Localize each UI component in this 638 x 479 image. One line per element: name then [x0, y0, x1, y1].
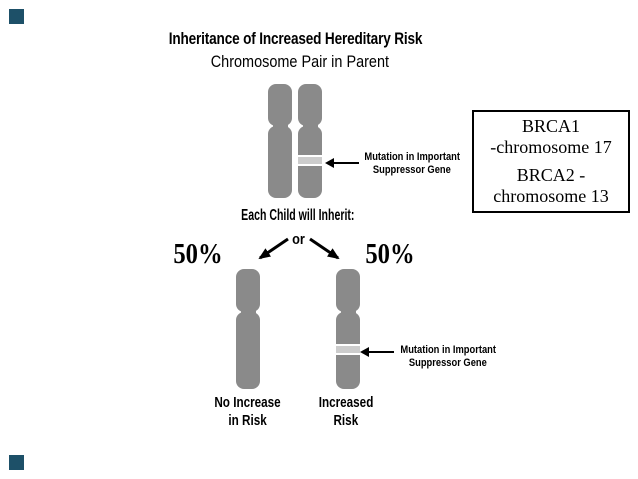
arrow-line	[332, 162, 359, 164]
mutation-band	[298, 155, 322, 166]
brca1-chromosome: -chromosome 17	[490, 137, 612, 157]
chromosome-top-segment	[298, 84, 322, 126]
page-title-text: Inheritance of Increased Hereditary Risk	[169, 29, 423, 48]
chromosome-top-segment	[336, 269, 360, 312]
brca2-name: BRCA2 -	[516, 165, 586, 185]
brca2-chromosome: chromosome 13	[493, 186, 609, 206]
chromosome-top-segment	[236, 269, 260, 312]
mutation-pointer-arrow	[325, 158, 359, 168]
chromosome-centromere	[340, 308, 356, 316]
chromosome-bottom-segment	[236, 312, 260, 389]
arrow-line	[367, 351, 394, 353]
percent-right-text: 50%	[365, 239, 415, 270]
outcome-right-line2: Risk	[333, 412, 359, 429]
mutation-label-line2: Suppressor Gene	[373, 164, 451, 176]
chromosome-centromere	[240, 308, 256, 316]
mutation-band	[336, 344, 360, 355]
chromosome-top-segment	[268, 84, 292, 126]
branch-arrows	[258, 237, 340, 260]
arrow-left-icon	[325, 158, 334, 168]
arrow-left-icon	[360, 347, 369, 357]
chromosome-bottom-segment	[268, 126, 292, 198]
mutation-label-line1: Mutation in Important	[400, 344, 496, 356]
or-label-text: or	[291, 231, 305, 248]
child-chromosome-normal	[236, 269, 260, 389]
parent-chromosome-mutated	[298, 84, 322, 198]
percent-left-text: 50%	[173, 239, 223, 270]
brca-info-box: BRCA1 -chromosome 17 BRCA2 - chromosome …	[472, 110, 630, 213]
mutation-label-line1: Mutation in Important	[364, 151, 460, 163]
branch-arrow-left	[258, 237, 289, 260]
corner-square-top-left	[9, 9, 24, 24]
brca2-stanza: BRCA2 - chromosome 13	[493, 165, 608, 207]
outcome-label-no-increase: No Increase in Risk	[198, 394, 298, 430]
percent-right: 50%	[358, 239, 422, 271]
child-chromosome-mutated	[336, 269, 360, 389]
brca1-stanza: BRCA1 -chromosome 17	[490, 116, 611, 158]
chromosome-centromere	[272, 122, 288, 130]
or-label: or	[248, 231, 348, 248]
parent-chromosome-normal	[268, 84, 292, 198]
percent-left: 50%	[166, 239, 230, 271]
branch-arrow-right	[309, 237, 340, 260]
parent-mutation-label: Mutation in Important Suppressor Gene	[354, 151, 470, 177]
mutation-pointer-arrow	[360, 347, 394, 357]
chromosome-bottom-segment	[336, 312, 360, 389]
page-title: Inheritance of Increased Hereditary Risk	[46, 29, 546, 49]
outcome-left-line1: No Increase	[214, 394, 282, 411]
corner-square-bottom-left	[9, 455, 24, 470]
mutation-label-line2: Suppressor Gene	[409, 357, 487, 369]
outcome-label-increased: Increased Risk	[296, 394, 396, 430]
inherit-heading-text: Each Child will Inherit:	[241, 207, 355, 224]
inherit-heading: Each Child will Inherit:	[48, 207, 548, 225]
child-mutation-label: Mutation in Important Suppressor Gene	[390, 344, 506, 370]
chromosome-centromere	[302, 122, 318, 130]
outcome-right-line1: Increased	[318, 394, 374, 411]
chromosome-bottom-segment	[298, 126, 322, 198]
subtitle: Chromosome Pair in Parent	[50, 52, 550, 72]
brca1-name: BRCA1	[521, 116, 580, 136]
outcome-left-line2: in Risk	[228, 412, 268, 429]
subtitle-text: Chromosome Pair in Parent	[210, 52, 390, 71]
